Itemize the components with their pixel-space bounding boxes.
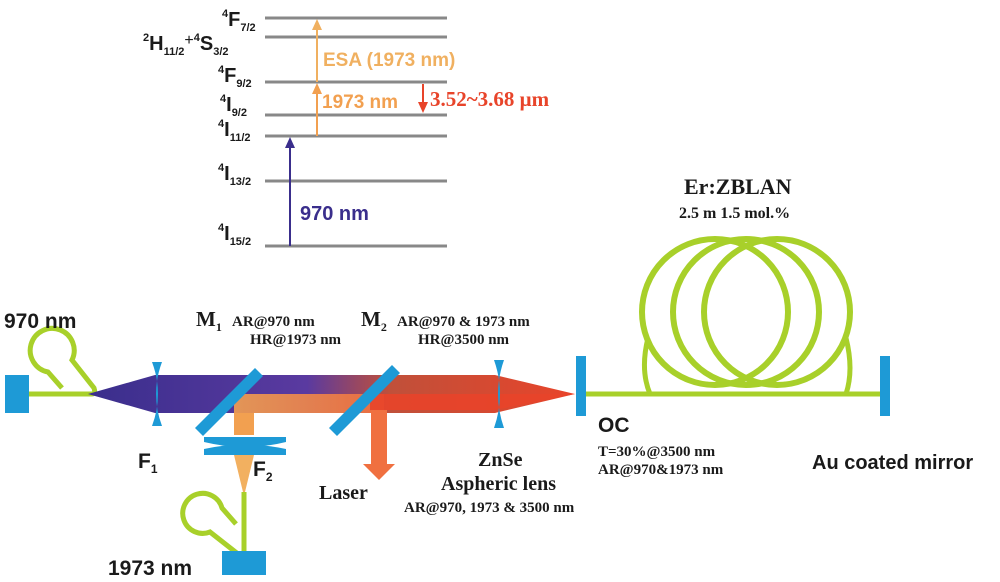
laser-output-arrow bbox=[363, 410, 395, 480]
lens-f1 bbox=[152, 362, 162, 426]
energy-level-diagram: 4F7/2 2H11/2+4S3/2 4F9/2 4I9/2 4I11/2 4I… bbox=[143, 8, 550, 248]
label-4f92: 4F9/2 bbox=[218, 64, 252, 90]
label-4f72: 4F7/2 bbox=[222, 8, 256, 34]
source-1973-block bbox=[222, 551, 266, 575]
transition-laser-arrow bbox=[418, 84, 428, 113]
label-4i152: 4I15/2 bbox=[218, 222, 251, 248]
label-4i132: 4I13/2 bbox=[218, 162, 251, 188]
label-f2: F2 bbox=[253, 458, 273, 484]
source-1973-fiber bbox=[180, 490, 266, 575]
er-zblan-fiber bbox=[586, 236, 880, 397]
oc-label: OC bbox=[598, 414, 630, 437]
m1-spec-line2: HR@1973 nm bbox=[250, 332, 342, 348]
label-m1: M1 bbox=[196, 307, 222, 334]
label-2h112-4s32: 2H11/2+4S3/2 bbox=[143, 32, 229, 58]
oc-spec-line2: AR@970&1973 nm bbox=[598, 462, 724, 478]
esa-label: ESA (1973 nm) bbox=[323, 50, 455, 71]
pump-970-label: 970 nm bbox=[300, 203, 369, 225]
lens-f2-bottom bbox=[204, 444, 286, 455]
m2-spec-line2: HR@3500 nm bbox=[418, 332, 510, 348]
oc-spec-line1: T=30%@3500 nm bbox=[598, 444, 716, 460]
fiber-spec: 2.5 m 1.5 mol.% bbox=[679, 205, 790, 222]
lens-f2 bbox=[204, 437, 286, 447]
optical-setup: 970 nm F1 M1 AR@970 nm HR@1973 nm F2 bbox=[4, 174, 973, 580]
lens-znse bbox=[494, 360, 504, 428]
label-f1: F1 bbox=[138, 450, 158, 476]
source-1973-label: 1973 nm bbox=[108, 557, 192, 580]
source-970-block bbox=[5, 375, 29, 413]
output-coupler bbox=[576, 356, 586, 416]
source-970-fiber bbox=[5, 325, 98, 413]
pump-1973-beam-vertical bbox=[234, 413, 254, 435]
mirror-m2 bbox=[329, 365, 400, 436]
fiber-title: Er:ZBLAN bbox=[684, 174, 792, 199]
label-4i92: 4I9/2 bbox=[220, 93, 247, 119]
fiber-coil-3 bbox=[701, 236, 853, 388]
transition-esa-arrow bbox=[312, 19, 322, 82]
laser-output-label: Laser bbox=[319, 482, 368, 504]
m1-spec-line1: AR@970 nm bbox=[232, 314, 315, 330]
laser-wavelength-label: 3.52~3.68 μm bbox=[430, 87, 550, 111]
pump-1973-label: 1973 nm bbox=[322, 92, 398, 113]
transition-970-arrow bbox=[285, 137, 295, 246]
mirror-m1 bbox=[195, 368, 263, 436]
source-970-label: 970 nm bbox=[4, 310, 76, 333]
pump-1973-beam-cone bbox=[234, 455, 254, 492]
fiber-coil-2 bbox=[670, 236, 822, 388]
lens-label-line2: Aspheric lens bbox=[441, 473, 556, 495]
lens-label-line3: AR@970, 1973 & 3500 nm bbox=[404, 500, 575, 516]
lens-label-line1: ZnSe bbox=[478, 449, 523, 471]
transition-1973-arrow bbox=[312, 83, 322, 136]
au-coated-mirror bbox=[880, 356, 890, 416]
label-4i112: 4I11/2 bbox=[218, 118, 251, 144]
fiber-coil-1 bbox=[639, 236, 791, 388]
laser-beam-core bbox=[370, 394, 575, 410]
mirror-label: Au coated mirror bbox=[812, 452, 973, 474]
label-m2: M2 bbox=[361, 307, 387, 334]
m2-spec-line1: AR@970 & 1973 nm bbox=[397, 314, 530, 330]
pump-1973-beam bbox=[234, 394, 384, 413]
